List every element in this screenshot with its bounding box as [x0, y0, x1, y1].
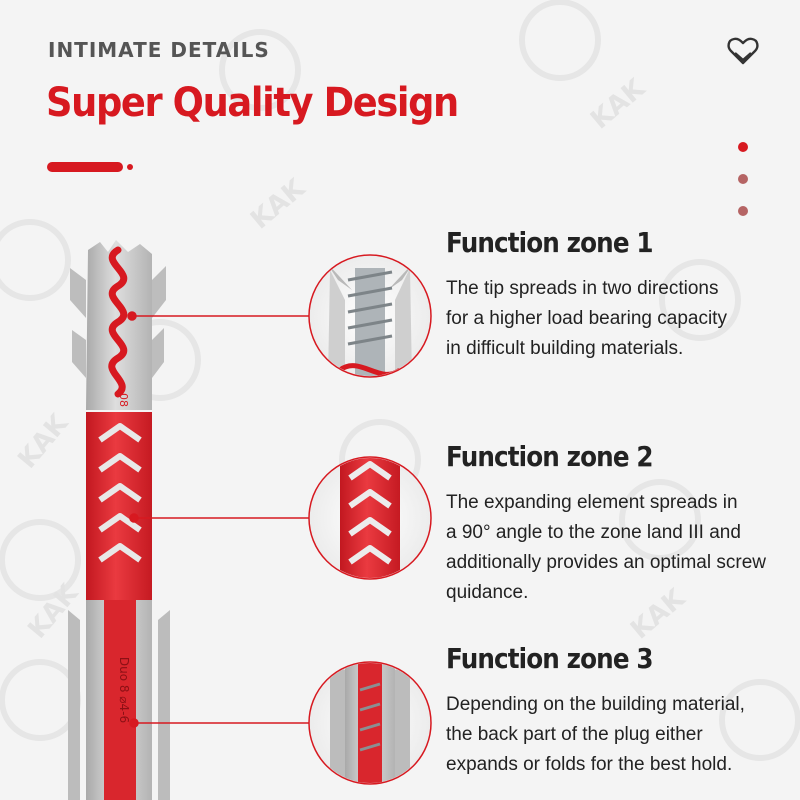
title-underline [47, 162, 133, 172]
heart-icon[interactable] [726, 34, 760, 68]
zone-3-line: Depending on the building material, [446, 694, 745, 715]
zone-1-title: Function zone 1 [446, 226, 654, 259]
zone-1-line: The tip spreads in two directions [446, 278, 719, 299]
zone-1-description: The tip spreads in two directions for a … [446, 274, 776, 364]
pager-dot-1[interactable] [738, 142, 748, 152]
zone-3-line: expands or folds for the best hold. [446, 754, 733, 775]
zoom-circle-zone-3 [308, 661, 432, 785]
zone-2-line: quidance. [446, 582, 529, 603]
page-title: Super Quality Design [46, 80, 459, 126]
zone-3-description: Depending on the building material, the … [446, 690, 776, 780]
zone-3-line: the back part of the plug either [446, 724, 703, 745]
zone-1-line: in difficult building materials. [446, 338, 684, 359]
plug-marking-body: Duo 8 ⌀4-6 [117, 657, 131, 723]
zone-1-line: for a higher load bearing capacity [446, 308, 727, 329]
zone-2-description: The expanding element spreads in a 90° a… [446, 488, 776, 608]
zoom-circle-zone-1 [308, 254, 432, 378]
zone-3-title: Function zone 3 [446, 642, 654, 675]
zone-2-line: additionally provides an optimal screw [446, 552, 766, 573]
zoom-circle-zone-2 [308, 456, 432, 580]
section-eyebrow: INTIMATE DETAILS [48, 38, 270, 62]
zone-2-line: a 90° angle to the zone land III and [446, 522, 741, 543]
zone-2-line: The expanding element spreads in [446, 492, 738, 513]
zone-2-title: Function zone 2 [446, 440, 654, 473]
pager-dots [738, 142, 748, 238]
plug-marking-top: 08 [117, 393, 130, 407]
pager-dot-2[interactable] [738, 174, 748, 184]
pager-dot-3[interactable] [738, 206, 748, 216]
plug-body: 08 Duo 8 ⌀4-6 [68, 240, 170, 800]
